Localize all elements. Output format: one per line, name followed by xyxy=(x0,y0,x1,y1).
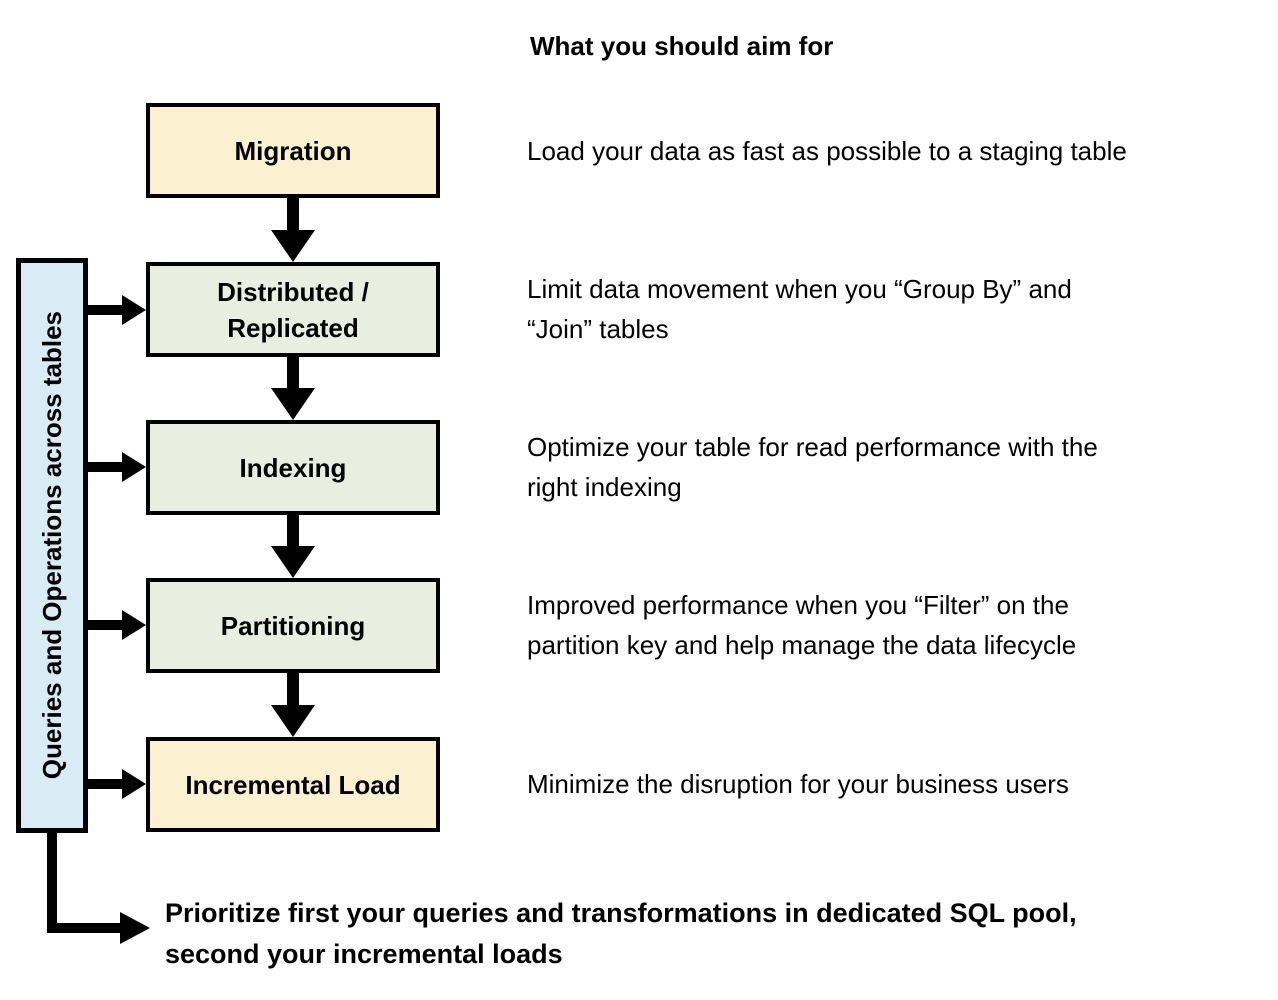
step-box-indexing: Indexing xyxy=(146,420,440,515)
aim-description-incremental-load: Minimize the disruption for your busines… xyxy=(527,769,1069,799)
aim-description-distributed-replicated: Limit data movement when you “Group By” … xyxy=(527,274,1072,344)
step-label: Migration xyxy=(234,135,352,166)
sidebar-label: Queries and Operations across tables xyxy=(36,311,67,780)
step-box-migration: Migration xyxy=(146,103,440,198)
step-box-incremental-load: Incremental Load xyxy=(146,737,440,832)
footer-note: Prioritize first your queries and transf… xyxy=(165,898,1077,969)
aim-description-migration: Load your data as fast as possible to a … xyxy=(527,136,1127,166)
arrow-sidebar-to-incremental xyxy=(83,769,146,799)
arrow-indexing-to-partitioning xyxy=(271,512,315,578)
step-label: Indexing xyxy=(239,452,347,483)
step-label: Incremental Load xyxy=(185,769,401,800)
arrow-sidebar-to-distributed xyxy=(83,295,146,325)
step-box-distributed-replicated: Distributed / Replicated xyxy=(146,262,440,357)
arrow-sidebar-to-indexing xyxy=(83,452,146,482)
sidebar-queries-box: Queries and Operations across tables xyxy=(16,258,88,833)
arrow-sidebar-to-partitioning xyxy=(83,610,146,640)
aim-description-partitioning: Improved performance when you “Filter” o… xyxy=(527,590,1077,660)
column-title: What you should aim for xyxy=(530,31,834,61)
arrow-partitioning-to-incremental xyxy=(271,670,315,737)
aim-description-indexing: Optimize your table for read performance… xyxy=(527,432,1098,502)
arrow-migration-to-distributed xyxy=(271,196,315,262)
step-box-partitioning: Partitioning xyxy=(146,578,440,673)
footer-arrow xyxy=(47,828,150,944)
arrow-distributed-to-indexing xyxy=(271,355,315,420)
step-label: Partitioning xyxy=(220,610,366,641)
step-label: Distributed / Replicated xyxy=(217,276,369,343)
